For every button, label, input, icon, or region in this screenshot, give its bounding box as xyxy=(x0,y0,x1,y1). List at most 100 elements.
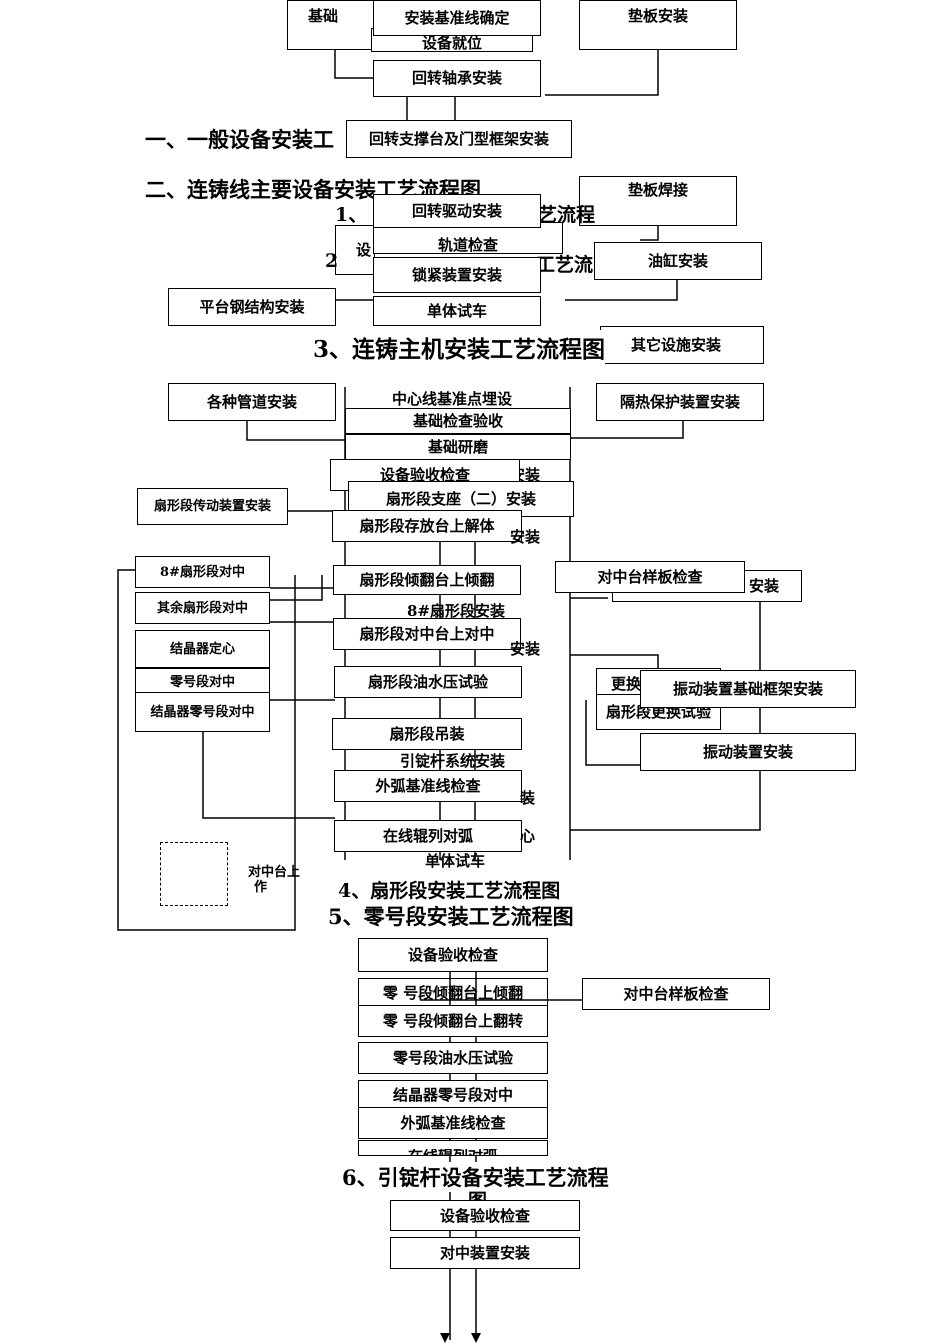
unit-test-label: 单体试车 xyxy=(426,301,487,320)
align-table-box: 扇形段对中台上对中 xyxy=(333,618,521,650)
zero-template-label: 对中台样板检查 xyxy=(623,984,729,1003)
foundation-grind-label: 基础研磨 xyxy=(427,437,488,456)
zero-tilt-box: 零 号段倾翻台上倾翻 xyxy=(358,978,548,1008)
jichu-box: 基础 xyxy=(287,0,377,50)
sector-hoist-label: 扇形段吊装 xyxy=(389,724,465,743)
platform-steel-box: 平台钢结构安装 xyxy=(168,288,336,326)
sector-drive-label: 扇形段传动装置安装 xyxy=(153,499,271,514)
zero-flip-label: 零 号段倾翻台上翻转 xyxy=(382,1011,524,1030)
flow-arrow-2 xyxy=(471,1333,481,1343)
slewing-drive-label: 回转驱动安装 xyxy=(411,201,502,220)
oil-water-test-label: 扇形段油水压试验 xyxy=(367,672,488,691)
segment0-align-label: 零号段对中 xyxy=(169,674,235,690)
zero-oil-test-label: 零号段油水压试验 xyxy=(392,1048,513,1067)
zero-mold-align-label: 结晶器零号段对中 xyxy=(392,1085,513,1104)
dummy-accept-label: 设备验收检查 xyxy=(439,1207,530,1225)
heading-segment0: 5、零号段安装工艺流程图 xyxy=(328,904,574,929)
sector8-align-box: 8#扇形段对中 xyxy=(135,556,270,588)
slewing-bearing-label: 回转轴承安装 xyxy=(411,69,502,87)
heading-main-machine: 3、连铸主机安装工艺流程图 xyxy=(313,330,606,364)
pipe-install-label: 各种管道安装 xyxy=(206,392,297,411)
she-partial-box: 设 xyxy=(335,225,375,275)
shim-install-label: 垫板安装 xyxy=(627,7,688,25)
foundation-check-label: 基础检查验收 xyxy=(412,411,503,430)
heading-general: 一、一般设备安装工 xyxy=(145,127,334,152)
slewing-bearing-box: 回转轴承安装 xyxy=(373,60,541,97)
shim-install-box: 垫板安装 xyxy=(579,0,737,50)
lock-device-box: 锁紧装置安装 xyxy=(373,257,541,293)
install-tail-3: 安装 xyxy=(510,640,541,658)
slewing-support-box: 回转支撑台及门型框架安装 xyxy=(346,120,572,158)
slewing-drive-box: 回转驱动安装 xyxy=(373,194,541,228)
mold-seg0-align-label: 结晶器零号段对中 xyxy=(150,704,255,720)
she-partial-label: 设 xyxy=(356,240,372,259)
main-unit-test-label: 单体试车 xyxy=(425,852,486,870)
cylinder-box: 油缸安装 xyxy=(594,242,762,280)
vibration-install-box: 振动装置安装 xyxy=(640,733,856,771)
heading-sub1-tail: 艺流程 xyxy=(538,204,596,226)
equipment-accept-label: 设备验收检查 xyxy=(379,465,470,484)
heat-shield-label: 隔热保护装置安装 xyxy=(619,392,740,411)
zero-accept-box: 设备验收检查 xyxy=(358,938,548,972)
segment0-align-box: 零号段对中 xyxy=(135,668,270,696)
sector-hoist-box: 扇形段吊装 xyxy=(332,718,522,750)
rail-check-label: 轨道检查 xyxy=(437,236,498,254)
heading-sub1: 1、 xyxy=(335,204,368,226)
lock-device-label: 锁紧装置安装 xyxy=(411,265,502,284)
online-roll-label: 在线辊列对弧 xyxy=(382,826,473,845)
foundation-grind-box: 基础研磨 xyxy=(345,434,571,460)
install-right-label: 安装 xyxy=(748,576,779,595)
other-facilities-label: 其它设施安装 xyxy=(631,335,722,354)
dashed-box xyxy=(160,842,228,906)
flow-arrow-1 xyxy=(440,1333,450,1343)
foundation-check-box: 基础检查验收 xyxy=(345,408,571,434)
sector8-install-label: 8#扇形段安装 xyxy=(407,602,506,620)
vibration-install-label: 振动装置安装 xyxy=(702,742,793,761)
align-table-work-2: 作 xyxy=(254,880,268,895)
cylinder-label: 油缸安装 xyxy=(647,251,708,270)
template-check-box: 对中台样板检查 xyxy=(555,561,745,593)
centerline-label: 中心线基准点埋设 xyxy=(392,390,513,408)
replace-label: 更换 xyxy=(611,674,642,693)
zero-outer-arc-box: 外弧基准线检查 xyxy=(358,1107,548,1139)
align-device-box: 对中装置安装 xyxy=(390,1237,580,1269)
jichu-label: 基础 xyxy=(308,7,339,25)
other-sector-align-box: 其余扇形段对中 xyxy=(135,592,270,624)
zero-flip-box: 零 号段倾翻台上翻转 xyxy=(358,1005,548,1037)
other-facilities-box: 其它设施安装 xyxy=(600,326,764,364)
zero-online-roll-box: 在线辊列对弧 xyxy=(358,1140,548,1156)
sector-tilt-label: 扇形段倾翻台上倾翻 xyxy=(359,570,495,589)
center-tail: 心 xyxy=(520,827,536,845)
sector8-align-label: 8#扇形段对中 xyxy=(160,564,245,580)
mold-centering-box: 结晶器定心 xyxy=(135,630,270,668)
zero-outer-arc-label: 外弧基准线检查 xyxy=(400,1113,506,1132)
pipe-install-box: 各种管道安装 xyxy=(168,383,336,421)
oil-water-test-box: 扇形段油水压试验 xyxy=(334,666,522,698)
install-tail-2: 安装 xyxy=(510,528,541,546)
zero-template-box: 对中台样板检查 xyxy=(582,978,770,1010)
platform-steel-label: 平台钢结构安装 xyxy=(199,297,305,316)
install-tail-4: 装 xyxy=(520,789,536,807)
zero-accept-label: 设备验收检查 xyxy=(407,945,498,964)
align-device-label: 对中装置安装 xyxy=(439,1243,530,1262)
online-roll-box: 在线辊列对弧 xyxy=(334,820,522,852)
unit-test-box: 单体试车 xyxy=(373,296,541,326)
sector-storage-box: 扇形段存放台上解体 xyxy=(332,510,522,542)
zero-online-roll-label: 在线辊列对弧 xyxy=(408,1149,498,1155)
baseline-label: 安装基准线确定 xyxy=(404,8,510,27)
outer-arc-box: 外弧基准线检查 xyxy=(334,770,522,802)
heading-sub2: 2 xyxy=(325,250,339,272)
mold-centering-label: 结晶器定心 xyxy=(169,641,235,657)
align-table-work-1: 对中台上 xyxy=(248,865,301,880)
vibration-frame-label: 振动装置基础框架安装 xyxy=(672,679,823,698)
sector-support2-label: 扇形段支座（二）安装 xyxy=(385,489,536,508)
sector-drive-box: 扇形段传动装置安装 xyxy=(137,488,288,525)
other-sector-align-label: 其余扇形段对中 xyxy=(156,600,248,616)
heading-sub2-tail: 工艺流 xyxy=(536,254,594,276)
sector-storage-label: 扇形段存放台上解体 xyxy=(359,516,495,535)
vibration-frame-box: 振动装置基础框架安装 xyxy=(640,670,856,708)
dummy-accept-box: 设备验收检查 xyxy=(390,1200,580,1231)
shim-weld-label: 垫板焊接 xyxy=(627,181,688,199)
zero-mold-align-box: 结晶器零号段对中 xyxy=(358,1080,548,1110)
outer-arc-label: 外弧基准线检查 xyxy=(375,776,481,795)
